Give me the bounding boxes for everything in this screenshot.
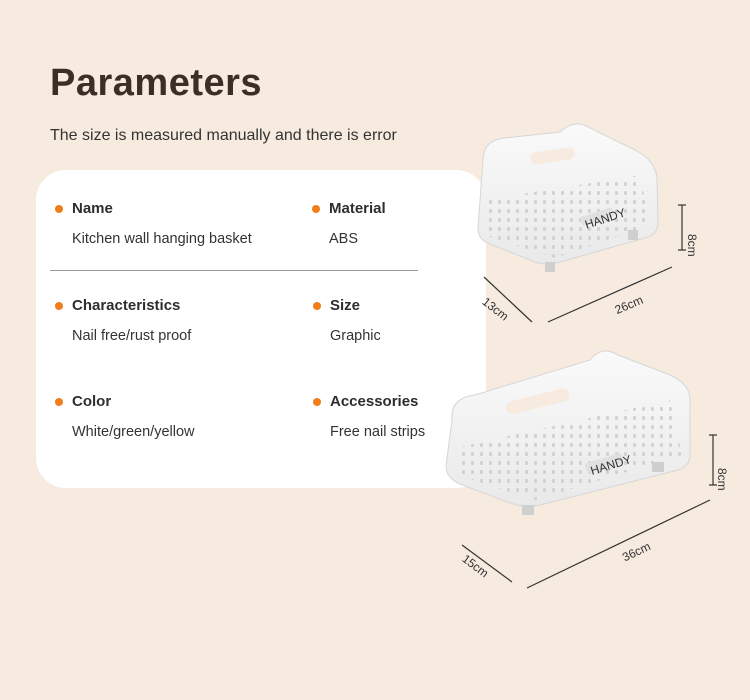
bullet-dot-icon (312, 204, 320, 213)
param-value: Free nail strips (330, 424, 426, 440)
param-value: Graphic (330, 328, 381, 344)
large-depth-label: 15cm (459, 552, 491, 581)
bullet-dot-icon (55, 397, 63, 406)
param-value: White/green/yellow (72, 424, 195, 440)
bullet-dot-icon (55, 301, 63, 310)
param-size: Size Graphic (313, 297, 381, 344)
large-width-label: 36cm (620, 539, 653, 564)
bullet-dot-icon (313, 397, 321, 406)
param-value: Kitchen wall hanging basket (72, 231, 252, 247)
param-label: Name (72, 200, 113, 217)
page-subtitle: The size is measured manually and there … (50, 127, 397, 144)
param-label: Characteristics (72, 297, 181, 314)
param-value: ABS (329, 231, 359, 247)
param-accessories: Accessories Free nail strips (313, 393, 425, 440)
param-material: Material ABS (312, 200, 386, 247)
parameters-card (36, 170, 486, 488)
param-value: Nail free/rust proof (72, 328, 192, 344)
large-basket-dimensions (461, 434, 717, 589)
param-color: Color White/green/yellow (55, 393, 195, 440)
param-label: Size (330, 297, 361, 314)
divider (50, 270, 418, 271)
bullet-dot-icon (313, 301, 321, 310)
param-name: Name Kitchen wall hanging basket (55, 200, 252, 247)
param-characteristics: Characteristics Nail free/rust proof (55, 297, 191, 344)
small-basket-image: HANDY (477, 123, 659, 272)
small-width-label: 26cm (613, 293, 645, 317)
small-basket-dimensions (483, 204, 686, 323)
param-label: Color (72, 393, 112, 410)
large-basket-image: HANDY (445, 350, 691, 515)
small-height-label: 8cm (685, 234, 699, 257)
page-title: Parameters (50, 62, 263, 104)
param-label: Accessories (330, 393, 419, 410)
large-height-label: 8cm (715, 468, 729, 491)
param-label: Material (329, 200, 386, 217)
bullet-dot-icon (55, 204, 63, 213)
